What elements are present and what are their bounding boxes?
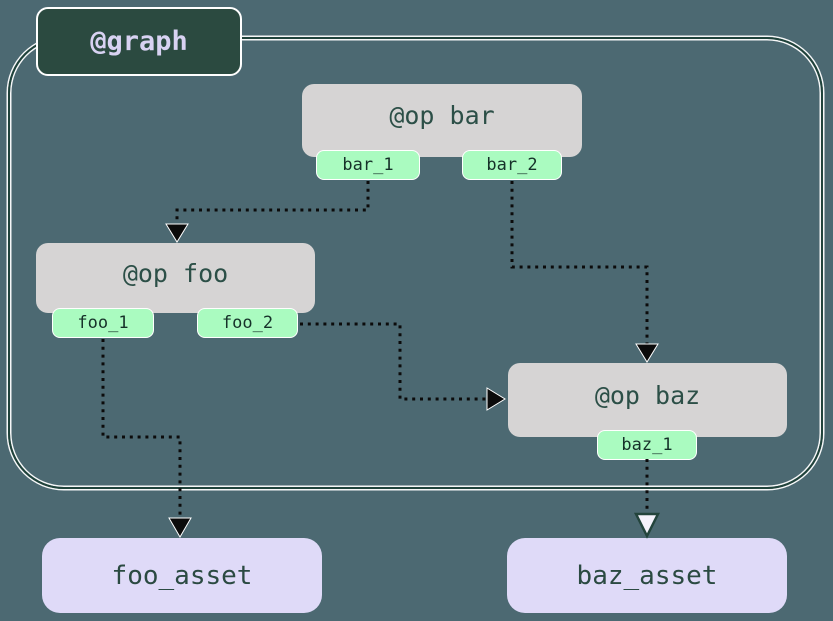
asset-node-foo: foo_asset bbox=[42, 538, 322, 613]
output-tag-foo-1-text: foo_1 bbox=[77, 313, 129, 333]
graph-label-text: @graph bbox=[90, 26, 188, 57]
op-baz-label: @op baz bbox=[594, 380, 701, 410]
asset-baz-label: baz_asset bbox=[576, 560, 718, 591]
op-node-foo: @op foo foo_1 foo_2 bbox=[36, 243, 315, 338]
output-tag-foo-2-text: foo_2 bbox=[221, 313, 274, 333]
output-tag-bar-1-text: bar_1 bbox=[342, 155, 394, 175]
output-tag-bar-2-text: bar_2 bbox=[486, 155, 538, 175]
output-tag-foo-2: foo_2 bbox=[197, 308, 298, 338]
op-node-bar: @op bar bar_1 bar_2 bbox=[302, 84, 582, 180]
op-foo-label: @op foo bbox=[122, 258, 229, 288]
output-tag-baz-1: baz_1 bbox=[597, 430, 697, 460]
output-tag-baz-1-text: baz_1 bbox=[621, 435, 673, 455]
asset-foo-label: foo_asset bbox=[111, 560, 253, 591]
graph-container bbox=[8, 37, 823, 489]
asset-node-baz: baz_asset bbox=[507, 538, 787, 613]
arrowhead-baz-asset bbox=[633, 512, 661, 539]
output-tag-bar-1: bar_1 bbox=[316, 150, 420, 180]
op-node-baz: @op baz baz_1 bbox=[508, 363, 787, 460]
arrowhead-foo-asset bbox=[168, 517, 192, 538]
output-tag-bar-2: bar_2 bbox=[462, 150, 562, 180]
graph-label: @graph bbox=[36, 7, 242, 76]
op-bar-label: @op bar bbox=[389, 101, 495, 130]
output-tag-foo-1: foo_1 bbox=[52, 308, 154, 338]
